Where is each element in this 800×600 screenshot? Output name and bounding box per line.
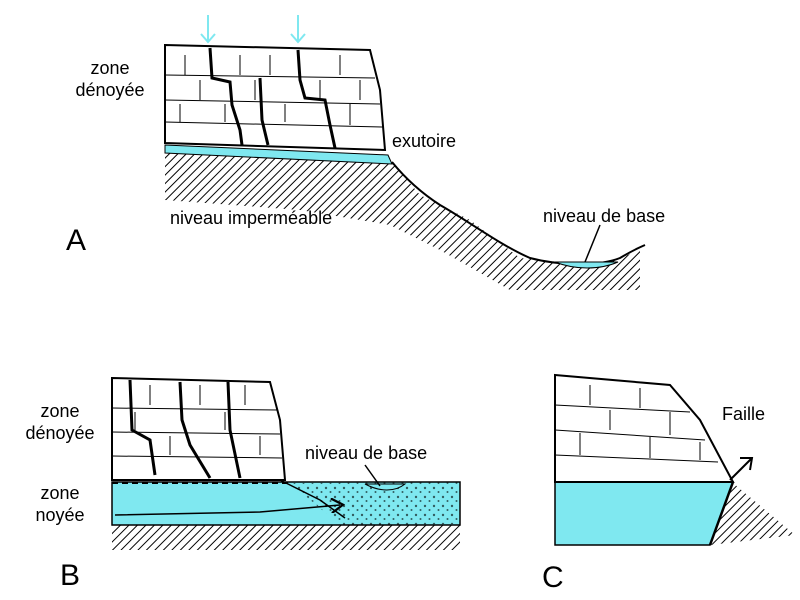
alluvium-b — [290, 482, 460, 525]
fissures-a — [208, 47, 337, 149]
bedding-lines-b — [111, 385, 283, 459]
fissures-b — [128, 379, 242, 479]
panel-letter-a: A — [66, 224, 87, 257]
flow-arrows-b — [114, 479, 346, 519]
slope-profile — [391, 161, 646, 265]
label-niveau-impermeable: niveau imperméable — [170, 208, 333, 228]
panel-letter-b: B — [60, 559, 81, 592]
limestone-block-b — [111, 376, 287, 481]
impermeable-wedge-c — [710, 483, 795, 545]
panel-letter-c: C — [542, 561, 564, 594]
base-level-pointer-b — [364, 464, 381, 487]
limestone-block-c — [554, 373, 735, 483]
label-zone-denoyee-b: zone dénoyée — [25, 401, 95, 443]
saturated-zone-c — [554, 481, 735, 546]
bedding-lines-a — [164, 55, 384, 128]
panel-c — [554, 373, 795, 546]
impermeable-layer-b — [112, 522, 460, 550]
fault-arrow — [729, 457, 754, 481]
label-zone-noyee-b: zone noyée — [35, 483, 85, 525]
label-zone-denoyee-a: zone dénoyée — [75, 58, 145, 100]
label-exutoire: exutoire — [392, 131, 457, 151]
base-level-water-a — [554, 261, 619, 269]
panel-b — [111, 376, 461, 550]
limestone-block-a — [164, 43, 387, 152]
bedding-lines-c — [554, 385, 719, 463]
base-level-water-b — [364, 483, 407, 491]
label-niveau-de-base-b: niveau de base — [305, 443, 428, 463]
panel-a — [164, 15, 646, 290]
base-level-pointer-a — [584, 224, 601, 263]
rain-arrows — [200, 15, 306, 44]
water-layer-a — [164, 144, 393, 165]
impermeable-layer — [165, 152, 640, 290]
fault-line — [708, 481, 735, 546]
label-niveau-de-base-a: niveau de base — [543, 206, 666, 226]
label-faille: Faille — [722, 404, 766, 424]
